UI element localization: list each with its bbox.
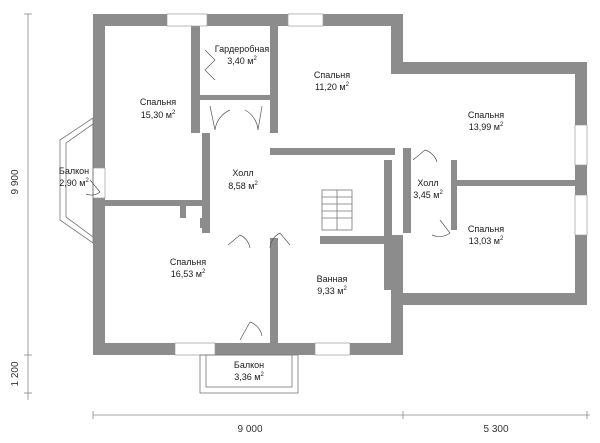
room-area: 3,45 м2	[413, 190, 443, 200]
room-name: Гардеробная	[215, 44, 270, 54]
dim-height-balcony: 1 200	[10, 361, 21, 386]
balcony-south-outline	[199, 354, 299, 394]
room-name: Балкон	[59, 166, 89, 176]
dim-width-main: 9 000	[237, 424, 262, 435]
room-area: 8,58 м2	[228, 181, 258, 191]
room-name: Холл	[232, 168, 253, 178]
dimension-labels: 9 000 5 300 9 900 1 200	[10, 169, 509, 435]
walls	[93, 14, 587, 355]
dimension-lines	[24, 13, 590, 419]
room-name: Балкон	[234, 360, 264, 370]
room-name: Спальня	[468, 110, 504, 120]
room-area: 16,53 м2	[171, 269, 206, 279]
room-area: 11,20 м2	[315, 82, 350, 92]
room-area: 13,99 м2	[469, 122, 504, 132]
room-area: 3,40 м2	[227, 56, 257, 66]
room-name: Спальня	[170, 257, 206, 267]
room-area: 3,36 м2	[234, 372, 264, 382]
room-name: Спальня	[314, 70, 350, 80]
room-area: 2,90 м2	[59, 178, 89, 188]
room-name: Спальня	[140, 97, 176, 107]
room-name: Холл	[417, 178, 438, 188]
room-area: 15,30 м2	[141, 110, 176, 120]
room-area: 9,33 м2	[317, 286, 347, 296]
dim-width-wing: 5 300	[483, 424, 508, 435]
doors	[85, 49, 451, 341]
dim-height-main: 9 900	[10, 169, 21, 194]
room-name: Спальня	[468, 224, 504, 234]
staircase	[321, 189, 353, 231]
windows	[92, 13, 588, 356]
room-name: Ванная	[317, 274, 348, 284]
room-labels: Спальня 15,30 м2 Гардеробная 3,40 м2 Спа…	[59, 44, 504, 382]
balcony-west-outline	[59, 117, 94, 244]
room-area: 13,03 м2	[469, 236, 504, 246]
